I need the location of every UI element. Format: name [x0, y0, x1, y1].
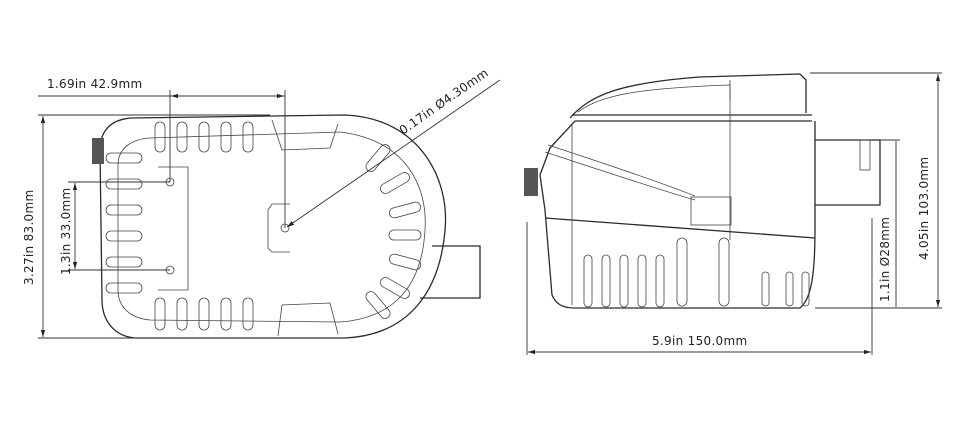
vent-slot	[105, 178, 143, 190]
vent-slot	[637, 254, 647, 308]
outlet-diameter-label: 1.1in Ø28mm	[878, 217, 892, 302]
vent-slot	[105, 230, 143, 242]
top-view-inner-rim	[117, 131, 426, 323]
vent-slot	[388, 201, 422, 219]
top-view-outlet	[420, 245, 481, 299]
side-view-dimensions: 5.9in 150.0mm 4.05in 103.0mm 1.1in Ø28mm	[526, 72, 942, 355]
vent-slot	[176, 297, 188, 331]
side-view-body	[539, 120, 816, 309]
mounting-bracket-right	[267, 203, 290, 253]
grip-pad-top	[271, 119, 339, 151]
vent-slot	[154, 297, 166, 331]
vent-slot	[388, 253, 422, 271]
side-view-outlet	[815, 139, 881, 206]
vent-slot	[365, 291, 391, 319]
vent-slot	[198, 121, 210, 153]
vent-slot	[198, 297, 210, 331]
grip-pad-bottom	[277, 302, 339, 337]
vent-slot	[105, 152, 143, 164]
vent-slots	[105, 121, 422, 331]
vent-slot	[601, 254, 611, 308]
vent-slot	[718, 237, 730, 307]
vent-slot	[242, 121, 254, 153]
side-view-latch	[690, 196, 732, 226]
side-view	[524, 73, 881, 309]
vent-slot	[380, 277, 410, 299]
vent-slot	[365, 144, 391, 172]
vent-slot	[801, 271, 810, 307]
length-dimension-label: 5.9in 150.0mm	[652, 334, 747, 348]
hole-diameter-label: 0.17in Ø4.30mm	[397, 66, 491, 138]
vent-slot	[176, 121, 188, 153]
vent-slot	[220, 121, 232, 153]
side-view-cap	[569, 73, 807, 119]
vent-slot	[380, 172, 410, 194]
vent-slot	[388, 229, 422, 241]
width-dimension-label: 1.69in 42.9mm	[47, 77, 142, 91]
vent-slot	[583, 254, 593, 308]
vent-slot	[220, 297, 232, 331]
vent-slot	[619, 254, 629, 308]
side-vent-slots	[583, 237, 810, 308]
vent-slot	[105, 256, 143, 268]
top-view-dimensions: 1.69in 42.9mm 3.27in 83.0mm 1.3in 33.0mm…	[22, 66, 501, 339]
vent-slot	[154, 121, 166, 153]
float-switch-knob	[92, 138, 104, 164]
top-view-outline	[99, 114, 447, 339]
height-dimension-label-side: 4.05in 103.0mm	[917, 157, 931, 260]
vent-slot	[655, 254, 665, 308]
vent-slot	[676, 237, 688, 307]
mounting-bracket-left	[158, 166, 189, 291]
height-dimension-label: 3.27in 83.0mm	[22, 190, 36, 285]
float-switch-knob-side	[524, 168, 538, 196]
hole-spacing-label: 1.3in 33.0mm	[59, 187, 73, 275]
top-view	[92, 114, 481, 339]
vent-slot	[105, 204, 143, 216]
vent-slot	[242, 297, 254, 331]
vent-slot	[105, 282, 143, 294]
vent-slot	[785, 271, 794, 307]
vent-slot	[761, 271, 770, 307]
